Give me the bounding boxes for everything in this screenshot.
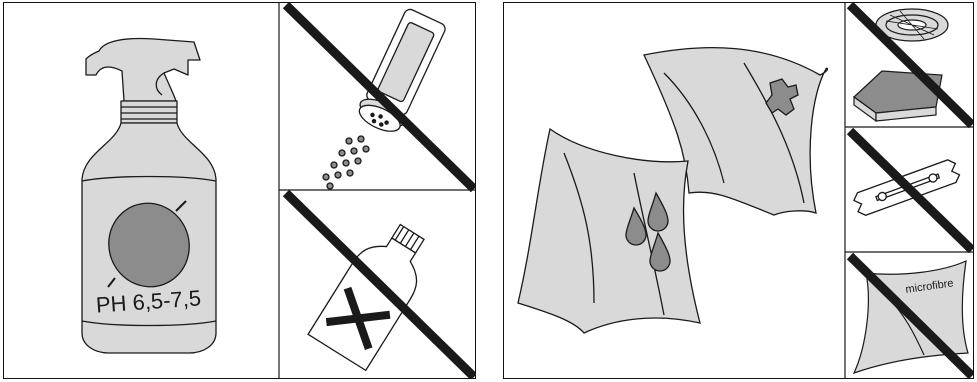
leather-cushions-icon [518,48,828,333]
left-panel-illustration: PH 6,5-7,5 [4,3,475,378]
right-panel-illustration: microfibre [504,3,973,378]
right-panel: microfibre [503,2,974,379]
left-panel: PH 6,5-7,5 [3,2,476,379]
prohibition-bar [286,193,474,377]
prohibition-bar [286,5,474,189]
